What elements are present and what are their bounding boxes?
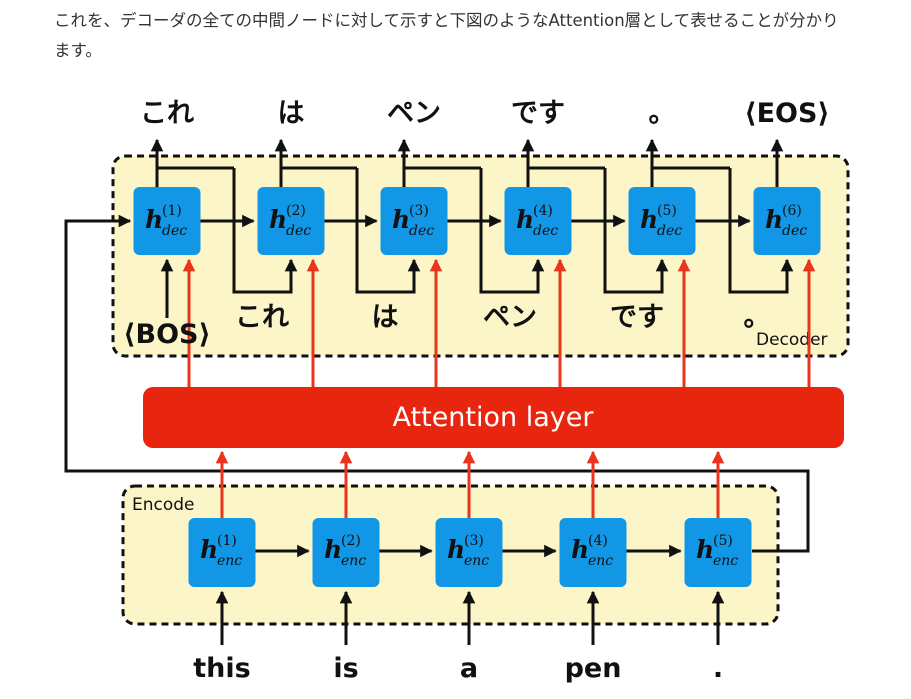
encoder-input-token: pen [565, 653, 622, 684]
connection-lines [150, 138, 816, 645]
decoder-input-token: 。 [744, 302, 771, 333]
encoder-node-index: (4) [588, 533, 608, 549]
decoder-feedback-arrow [479, 168, 545, 294]
decoder-node-label: h(6) dec [765, 203, 807, 239]
encoder-node-index: (5) [713, 533, 733, 549]
decoder-output-token: は [278, 98, 305, 129]
decoder-node [504, 187, 572, 255]
encoder-input-token: is [333, 653, 358, 684]
decoder-label: Decoder [756, 330, 828, 350]
encoder-node-subscript: enc [464, 553, 489, 569]
decoder-node [133, 187, 201, 255]
encoder-node [684, 518, 752, 587]
encoder-input-token: a [460, 653, 478, 684]
encoder-node [312, 518, 380, 587]
decoder-node-subscript: dec [533, 223, 558, 239]
encoder-node-subscript: enc [713, 553, 738, 569]
decoder-node-subscript: dec [162, 223, 187, 239]
decoder-node-label: h(5) dec [640, 203, 682, 239]
encoder-node-index: (3) [464, 533, 484, 549]
decoder-output-token: これ [140, 98, 194, 129]
decoder-node-index: (6) [782, 203, 802, 219]
decoder-feedback-arrow [728, 168, 794, 294]
decoder-node-index: (5) [657, 203, 677, 219]
decoder-node [753, 187, 821, 255]
decoder-feedback-arrow [355, 168, 421, 294]
decoder-node [380, 187, 448, 255]
decoder-feedback-arrow [603, 168, 669, 294]
encoder-node-index: (1) [217, 533, 237, 549]
decoder-input-token: は [372, 302, 399, 333]
decoder-node-subscript: dec [286, 223, 311, 239]
decoder-input-token: ペン [483, 302, 537, 333]
decoder-output-token: です [511, 98, 565, 129]
encoder-node-symbol: h [571, 535, 589, 564]
context-connection [64, 214, 810, 553]
intro-paragraph: これを、デコーダの全ての中間ノードに対して示すと下図のようなAttention層… [54, 11, 839, 60]
decoder-node-symbol: h [145, 205, 163, 234]
decoder-node-symbol: h [392, 205, 410, 234]
encoder-node [188, 518, 256, 587]
decoder-node-symbol: h [765, 205, 783, 234]
decoder-node-index: (1) [162, 203, 182, 219]
encoder-input-token: . [713, 653, 723, 684]
decoder-output-token: 。 [649, 98, 676, 129]
attention-layer [143, 387, 844, 448]
decoder-node-index: (2) [286, 203, 306, 219]
encoder-node-subscript: enc [217, 553, 242, 569]
decoder-node-label: h(3) dec [392, 203, 434, 239]
decoder-node-symbol: h [269, 205, 287, 234]
decoder-node-subscript: dec [657, 223, 682, 239]
decoder-output-token: ペン [387, 98, 441, 129]
decoder-node [257, 187, 325, 255]
attention-layer-label: Attention layer [393, 402, 595, 433]
encoder-node-label: h(4) enc [571, 533, 613, 569]
decoder-node [628, 187, 696, 255]
encoder-node-label: h(1) enc [200, 533, 242, 569]
decoder-input-token: ⟨BOS⟩ [123, 319, 211, 350]
encoder-node-subscript: enc [341, 553, 366, 569]
decoder-input-token: これ [235, 302, 289, 333]
encoder-label: Encode [132, 495, 195, 515]
decoder-output-token: ⟨EOS⟩ [744, 98, 830, 129]
decoder-node-symbol: h [640, 205, 658, 234]
encoder-node-label: h(3) enc [447, 533, 489, 569]
encoder-node-symbol: h [200, 535, 218, 564]
encoder-node-subscript: enc [588, 553, 613, 569]
decoder-node-subscript: dec [409, 223, 434, 239]
decoder-node-index: (4) [533, 203, 553, 219]
decoder-node-symbol: h [516, 205, 534, 234]
decoder-node-label: h(1) dec [145, 203, 187, 239]
decoder-node-subscript: dec [782, 223, 807, 239]
encoder-node [559, 518, 627, 587]
decoder-node-label: h(2) dec [269, 203, 311, 239]
encoder-node-index: (2) [341, 533, 361, 549]
decoder-node-index: (3) [409, 203, 429, 219]
decoder-feedback-arrow [232, 168, 298, 294]
encoder-node-label: h(2) enc [324, 533, 366, 569]
decoder-input-token: です [610, 302, 664, 333]
encoder-node-symbol: h [447, 535, 465, 564]
encoder-node-symbol: h [696, 535, 714, 564]
decoder-node-label: h(4) dec [516, 203, 558, 239]
encoder-input-token: this [193, 653, 250, 684]
encoder-node-label: h(5) enc [696, 533, 738, 569]
encoder-node-symbol: h [324, 535, 342, 564]
encoder-node [435, 518, 503, 587]
